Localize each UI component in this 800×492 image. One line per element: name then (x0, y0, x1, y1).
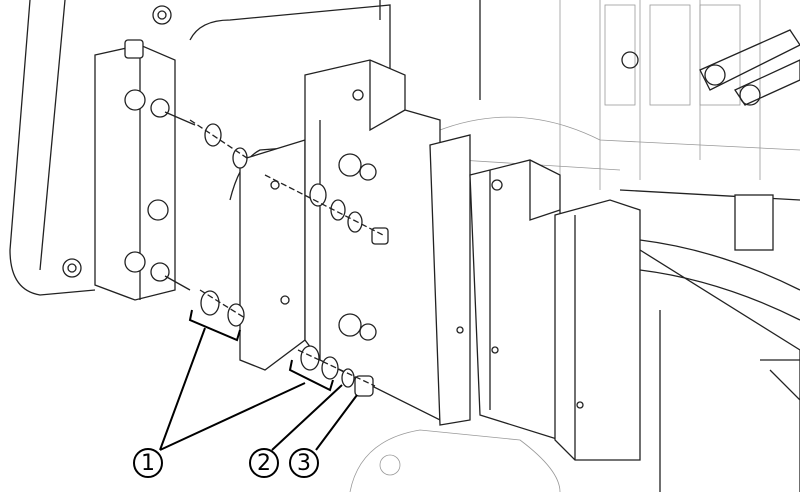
background-machinery (349, 0, 800, 492)
channel-plates (429, 134, 641, 461)
callout-1: 1 (133, 448, 163, 478)
mounting-bar (62, 5, 196, 301)
hardware (189, 119, 389, 397)
main-bracket (239, 59, 441, 422)
callout-leaders (159, 309, 358, 451)
callout-3: 3 (289, 448, 319, 478)
callout-2: 2 (249, 448, 279, 478)
